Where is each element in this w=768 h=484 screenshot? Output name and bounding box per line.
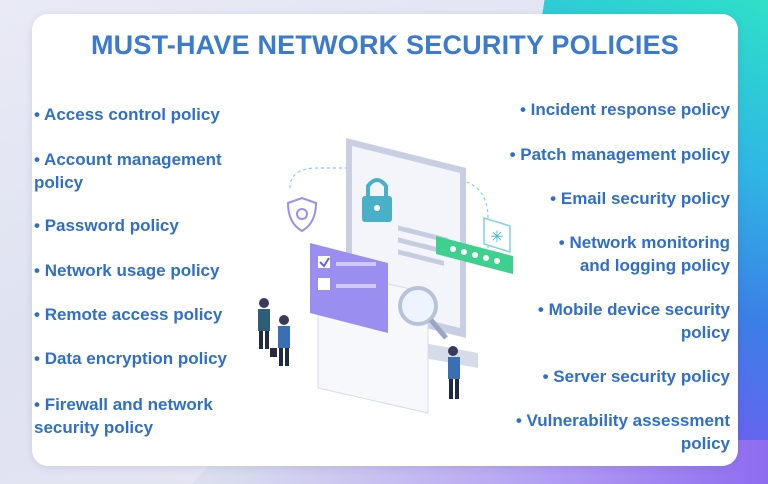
checkbox-icon [310,243,388,333]
person-figure [270,315,290,366]
policy-item: • Network monitoring and logging policy [558,233,730,275]
policy-item: • Mobile device security policy [537,300,730,342]
policy-item: • Remote access policy [34,305,223,324]
policy-label: Patch management policy [520,145,730,164]
policy-item: • Firewall and network security policy [34,395,213,437]
policy-label: Remote access policy [44,305,223,324]
policy-item: • Network usage policy [34,261,220,280]
policy-item: • Access control policy [34,105,220,124]
policy-label: Access control policy [44,105,220,124]
security-illustration: ✳ [258,138,513,414]
policy-label: Network usage policy [44,261,220,280]
policy-item: • Patch management policy [509,145,730,164]
policy-label: Vulnerability assessment policy [526,411,730,453]
policy-item: • Email security policy [550,189,730,208]
person-figure [448,346,460,399]
policy-label: Network monitoring and logging policy [569,233,730,275]
dashed-connector [289,167,348,189]
policy-item: • Incident response policy [519,100,730,119]
policy-label: Mobile device security policy [548,300,730,342]
shield-icon [286,196,318,233]
dashed-connector [442,177,489,258]
policy-label: Incident response policy [530,100,730,119]
password-dots-icon [436,236,513,274]
svg-text:✳: ✳ [490,227,503,246]
page-title: MUST-HAVE NETWORK SECURITY POLICIES [90,30,680,60]
policy-label: Server security policy [553,367,730,386]
policy-item: • Server security policy [542,367,730,386]
lock-icon [362,178,392,222]
policy-item: • Password policy [34,216,179,235]
policy-label: Firewall and network security policy [34,395,213,437]
policy-item: • Account management policy [34,150,222,192]
policy-label: Email security policy [560,189,730,208]
policy-item: • Vulnerability assessment policy [515,411,730,453]
policy-label: Account management policy [34,150,222,192]
person-figure [258,298,270,349]
policy-item: • Data encryption policy [34,349,228,368]
magnifier-icon [398,286,448,340]
gear-icon: ✳ [483,216,511,254]
policy-label: Password policy [44,216,179,235]
policy-label: Data encryption policy [44,349,228,368]
